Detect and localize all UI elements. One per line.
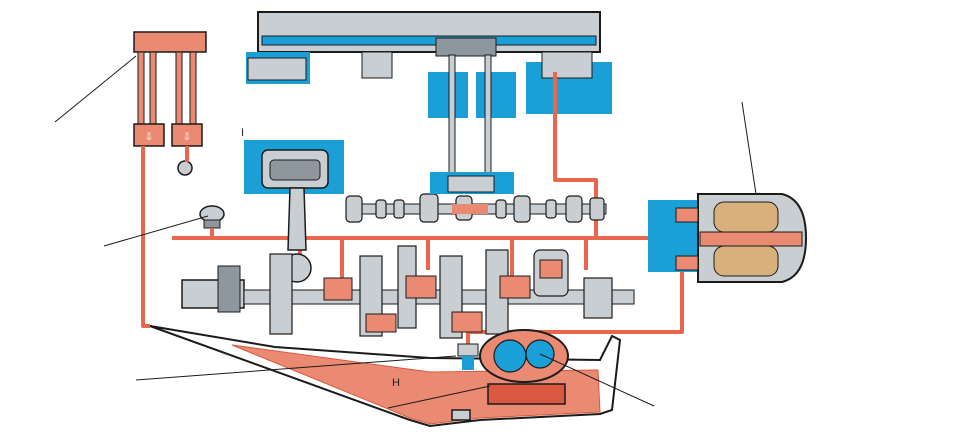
filter-element-top bbox=[713, 201, 779, 233]
camshaft bbox=[345, 172, 607, 223]
rocker-shaft bbox=[261, 35, 597, 46]
leader-filter bbox=[741, 101, 757, 195]
oil-pressure-sensor bbox=[199, 205, 225, 229]
leader-sump bbox=[387, 385, 491, 409]
oil-filter bbox=[648, 193, 808, 283]
filter-element-bottom bbox=[713, 245, 779, 277]
oil-sump bbox=[149, 325, 622, 428]
svg-text:⇩: ⇩ bbox=[145, 132, 153, 143]
small-mark-2: H bbox=[392, 377, 400, 389]
leader-lines bbox=[54, 55, 757, 409]
gauge-return-line bbox=[141, 146, 150, 328]
drain-plug bbox=[451, 409, 471, 421]
timing-gear bbox=[217, 265, 241, 313]
crankshaft bbox=[181, 245, 635, 339]
piston bbox=[244, 140, 344, 283]
oil-pressure-gauge: ⇩ ⇩ bbox=[133, 31, 207, 176]
leader-gauge bbox=[54, 55, 137, 123]
svg-text:⇩: ⇩ bbox=[183, 132, 191, 143]
gauge-sender bbox=[177, 160, 193, 176]
connecting-rod bbox=[287, 187, 307, 251]
pump-gear-left bbox=[493, 339, 527, 373]
leader-pickup bbox=[135, 355, 457, 381]
leader-pump bbox=[539, 353, 655, 407]
oil-pump-pickup bbox=[462, 356, 474, 370]
small-mark-1: I bbox=[241, 127, 244, 139]
leader-sensor bbox=[103, 215, 209, 247]
cylinder-head bbox=[246, 11, 612, 194]
